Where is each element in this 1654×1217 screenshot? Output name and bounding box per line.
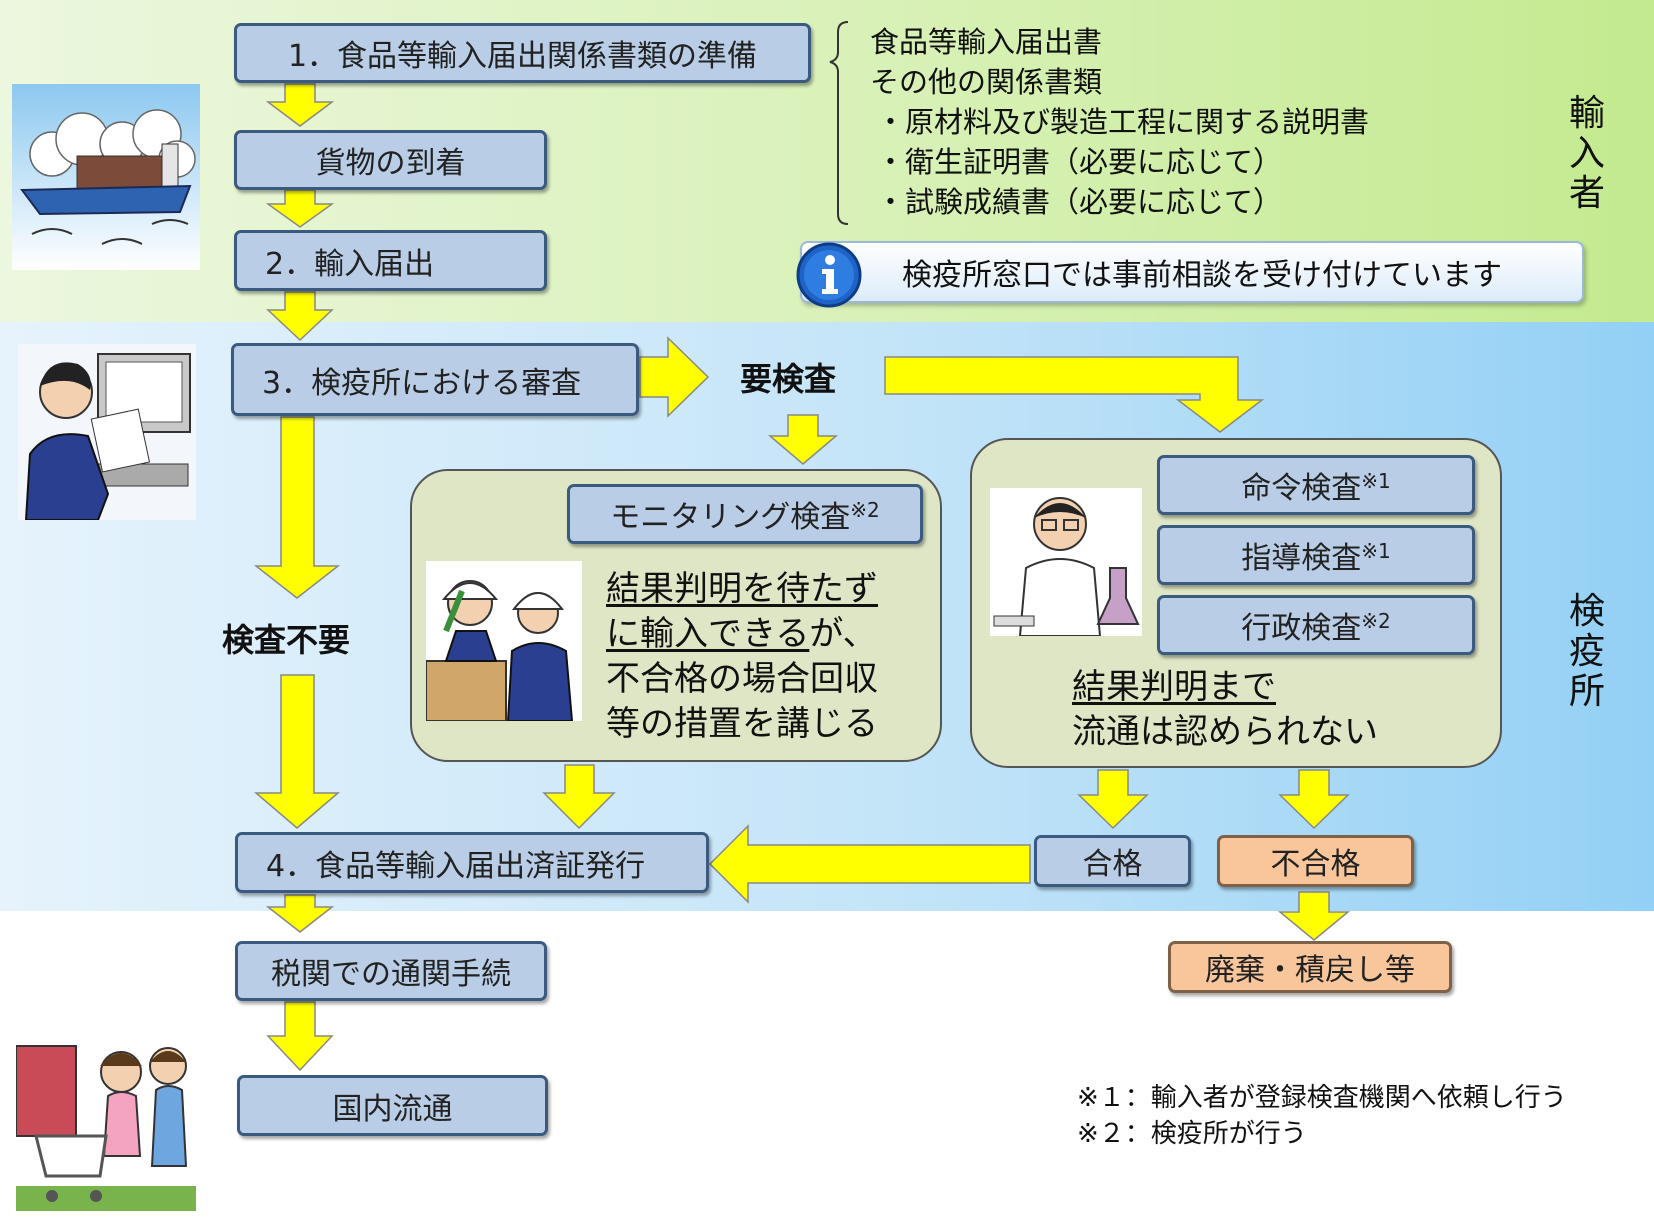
arrow-down xyxy=(265,83,335,127)
disposal-box: 廃棄・積戻し等 xyxy=(1168,941,1452,993)
pass-box: 合格 xyxy=(1034,835,1191,887)
arrow-down xyxy=(266,1001,334,1072)
monitoring-note-line: 等の措置を講じる xyxy=(606,704,878,744)
monitoring-title: モニタリング検査 xyxy=(610,500,851,535)
arrow-left xyxy=(708,824,1031,904)
inspection-name: 行政検査 xyxy=(1241,611,1362,646)
lab-technician-illustration xyxy=(990,488,1142,636)
inspection-name: 指導検査 xyxy=(1241,541,1362,576)
step-1-box: 1．食品等輸入届出関係書類の準備 xyxy=(234,23,811,83)
domestic-distribution-box: 国内流通 xyxy=(237,1075,548,1136)
monitoring-note-line: が、 xyxy=(809,614,877,654)
footnotes: ※１：輸入者が登録検査機関へ依頼し行う ※２：検疫所が行う xyxy=(1077,1080,1567,1152)
customs-box: 税関での通関手続 xyxy=(235,941,547,1001)
step-4-box: 4．食品等輸入届出済証発行 xyxy=(235,832,709,893)
inspection-mark: ※1 xyxy=(1361,539,1391,563)
monitoring-note-line: 不合格の場合回収 xyxy=(606,659,878,699)
inspection-note-line: 流通は認められない xyxy=(1072,712,1378,752)
arrow-down xyxy=(1277,891,1351,941)
inspection-note: 結果判明まで 流通は認められない xyxy=(1072,665,1378,755)
document-item: ・原材料及び製造工程に関する説明書 xyxy=(876,105,1370,139)
shoppers-illustration xyxy=(16,1036,196,1211)
arrow-down xyxy=(1077,769,1149,830)
monitoring-inspectors-illustration xyxy=(426,561,582,721)
document-item: ・衛生証明書（必要に応じて） xyxy=(876,145,1283,179)
arrow-down-long xyxy=(253,674,341,829)
monitoring-mark: ※2 xyxy=(850,498,880,522)
arrow-down xyxy=(265,189,335,228)
arrow-down-long xyxy=(253,416,341,599)
quarantine-label: 検疫所 xyxy=(1568,591,1605,712)
footnote: ※１：輸入者が登録検査機関へ依頼し行う xyxy=(1077,1083,1567,1113)
inspection-name: 命令検査 xyxy=(1241,471,1362,506)
document-item: ・試験成績書（必要に応じて） xyxy=(876,185,1283,219)
document-brace xyxy=(829,21,849,225)
arrow-down xyxy=(1278,769,1350,830)
info-icon xyxy=(796,242,862,308)
consultation-text: 検疫所窓口では事前相談を受け付けています xyxy=(902,258,1502,293)
cargo-ship-illustration xyxy=(12,84,200,270)
importer-label: 輸入者 xyxy=(1568,93,1605,214)
document-item: その他の関係書類 xyxy=(870,65,1103,99)
footnote: ※２：検疫所が行う xyxy=(1077,1119,1307,1149)
consultation-banner: 検疫所窓口では事前相談を受け付けています xyxy=(800,241,1584,303)
monitoring-note-line: に輸入できる xyxy=(606,614,810,654)
inspection-mark: ※1 xyxy=(1361,469,1391,493)
arrow-down xyxy=(767,414,839,465)
order-inspection-box: 命令検査※1 xyxy=(1157,455,1475,515)
arrow-down xyxy=(266,291,334,342)
arrow-down xyxy=(265,894,335,933)
monitoring-inspection-box: モニタリング検査※2 xyxy=(567,484,923,544)
monitoring-note: 結果判明を待たず に輸入できるが、 不合格の場合回収 等の措置を講じる xyxy=(606,567,878,747)
arrow-right xyxy=(639,336,710,418)
fail-box: 不合格 xyxy=(1217,835,1414,887)
documents-list: 食品等輸入届出書 その他の関係書類 ・原材料及び製造工程に関する説明書 ・衛生証… xyxy=(870,22,1369,222)
administrative-inspection-box: 行政検査※2 xyxy=(1157,595,1475,655)
guidance-inspection-box: 指導検査※1 xyxy=(1157,525,1475,585)
monitoring-note-line: 結果判明を待たず xyxy=(606,569,878,609)
inspection-required-label: 要検査 xyxy=(740,360,837,398)
arrow-down xyxy=(542,764,616,830)
cargo-arrival-box: 貨物の到着 xyxy=(234,130,547,190)
inspection-mark: ※2 xyxy=(1361,609,1391,633)
officer-at-computer-illustration xyxy=(18,344,196,520)
inspection-note-line: 結果判明まで xyxy=(1072,667,1276,707)
step-2-box: 2．輸入届出 xyxy=(234,230,547,291)
arrow-to-mandatory xyxy=(884,356,1265,433)
document-item: 食品等輸入届出書 xyxy=(870,25,1103,59)
no-inspection-label: 検査不要 xyxy=(222,621,351,659)
step-3-box: 3．検疫所における審査 xyxy=(231,343,639,416)
